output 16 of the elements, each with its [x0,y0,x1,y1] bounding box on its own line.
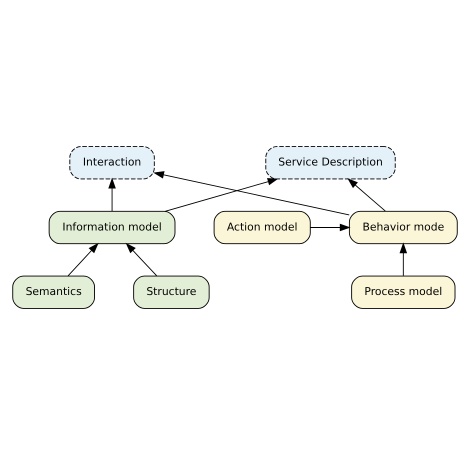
node-box: Semantics [12,275,95,308]
arrow [310,223,351,231]
node-box: Behavior mode [348,210,458,244]
node-box: Process model [351,275,456,308]
arrow [153,170,350,215]
node-box: Action model [214,210,311,244]
arrow [347,178,386,211]
node-box: Structure [133,275,210,308]
arrow [400,242,408,276]
node-box: Information model [48,210,176,244]
arrow [126,242,158,276]
arrow [68,242,99,276]
node-box: Service Description [265,146,396,179]
node-box: Interaction [69,146,155,179]
arrow [108,177,116,211]
arrow [164,178,278,212]
